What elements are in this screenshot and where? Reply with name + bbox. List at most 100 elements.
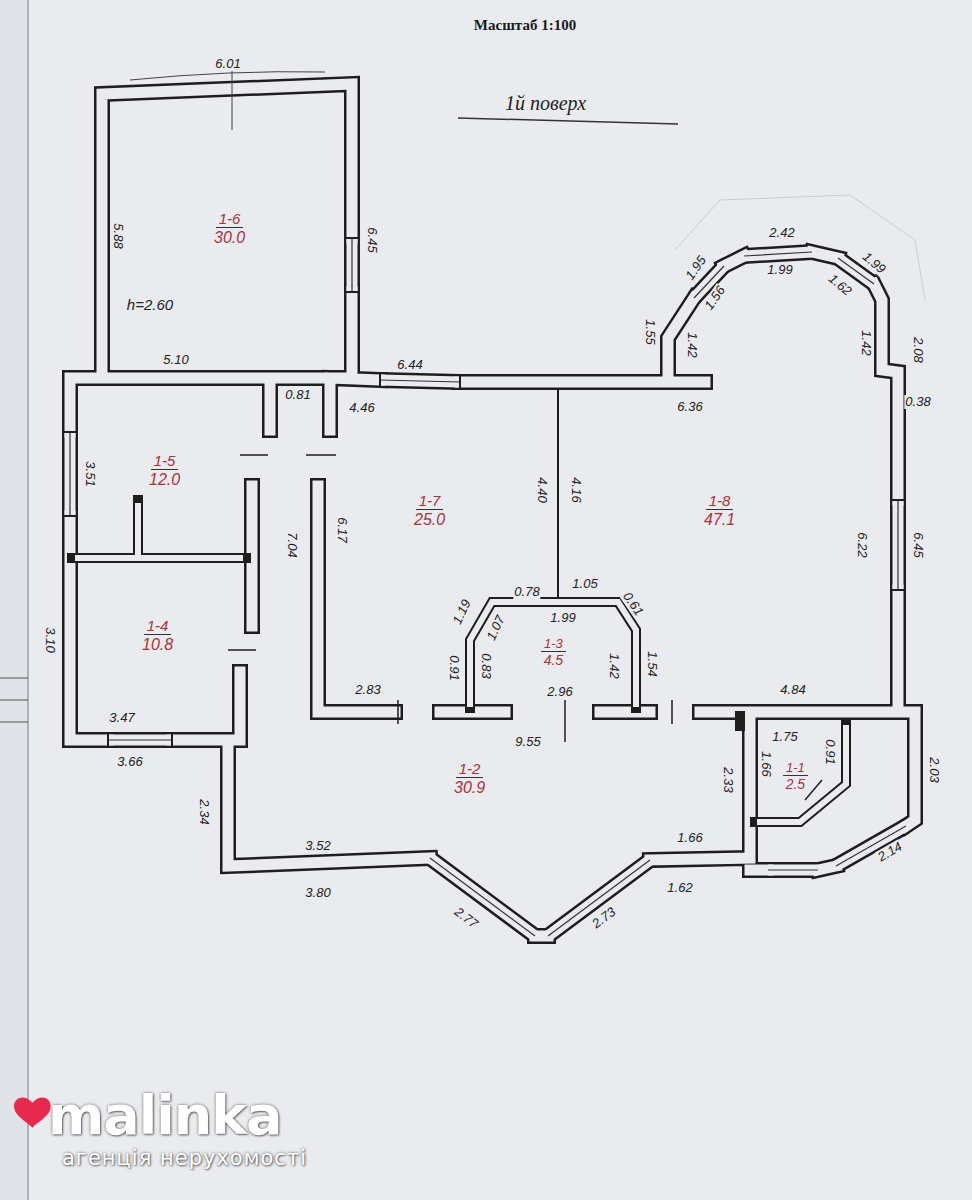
room: 1-230.9 [449, 757, 490, 800]
room-area: 2.5 [786, 776, 805, 792]
window [70, 238, 906, 936]
room-number: 1-1 [783, 760, 808, 776]
dimension-label: 2.14 [875, 839, 906, 865]
room-area: 30.9 [454, 778, 485, 797]
dimension-label: 2.83 [354, 683, 381, 697]
window-glass [70, 238, 906, 936]
dimension-label: 7.04 [285, 531, 299, 558]
dimension-label: 3.51 [83, 460, 97, 487]
room-number: 1-3 [541, 636, 566, 652]
dimension-label: 1.56 [701, 283, 728, 313]
page-edge-line [27, 0, 29, 1200]
dimension-label: 1.99 [549, 611, 576, 625]
dimension-label: 6.22 [855, 531, 869, 558]
room: 1-12.5 [778, 757, 813, 795]
room-number: 1-7 [416, 492, 444, 510]
dimension-label: 6.44 [396, 358, 423, 372]
dimension-label: 0.38 [904, 395, 931, 409]
room-number: 1-8 [706, 492, 734, 510]
dimension-label: 0.83 [479, 652, 493, 679]
wall [70, 84, 915, 936]
room-area: 25.0 [414, 510, 445, 529]
room-area: 47.1 [704, 510, 735, 529]
dimension-label: 3.52 [304, 839, 331, 853]
dimension-label: 0.81 [284, 388, 311, 402]
window-inner [70, 238, 906, 936]
room-area: 10.8 [142, 635, 173, 654]
dimension-label: 1.99 [859, 249, 889, 277]
dimension-label: 2.42 [768, 226, 795, 240]
partition-fill [78, 506, 846, 822]
dimension-label: 1.54 [645, 650, 659, 677]
room: 1-34.5 [536, 633, 571, 671]
door-marks [228, 455, 822, 800]
dimension-label: 1.05 [571, 577, 598, 591]
dimension-label: 1.75 [771, 730, 798, 744]
wall-inner [70, 84, 915, 936]
dimension-label: 4.46 [348, 401, 375, 415]
dimension-label: 5.10 [162, 353, 189, 367]
page-edge-line [0, 700, 28, 701]
dimension-label: 2.96 [546, 685, 573, 699]
dimension-label: 3.10 [43, 626, 57, 653]
title-underline [458, 118, 678, 124]
logo-heart [14, 1097, 51, 1127]
dimension-label: 2.03 [927, 756, 941, 783]
dimension-label: 4.40 [535, 476, 549, 503]
room-number: 1-2 [456, 760, 484, 778]
dimension-label: 1.95 [682, 253, 709, 283]
dimension-label: 1.62 [825, 271, 855, 299]
dimension-label: 1.19 [450, 597, 474, 628]
wall-fill [70, 84, 915, 936]
dimension-label: 3.80 [304, 886, 331, 900]
wall-outline [70, 84, 915, 936]
dimension-label: 1.66 [759, 750, 773, 777]
room-area: 12.0 [149, 470, 180, 489]
dimension-label: 3.66 [116, 755, 143, 769]
dimension-label: 4.84 [779, 683, 806, 697]
height-note: h=2.60 [126, 296, 174, 313]
watermark-logo: malinka [48, 1084, 282, 1147]
window-jambs [62, 238, 906, 748]
dimension-label: 1.42 [859, 329, 873, 356]
page-edge [0, 0, 28, 1200]
dimension-label: 0.91 [447, 654, 461, 681]
dimension-label: 0.78 [513, 585, 540, 599]
window-outline [70, 238, 906, 936]
partition-line [557, 390, 559, 597]
scale-note: Масштаб 1:100 [474, 17, 576, 34]
page-edge-line [0, 722, 28, 723]
dimension-label: 0.91 [823, 738, 837, 765]
room-area: 4.5 [544, 652, 563, 668]
dimension-label: 6.17 [335, 516, 349, 543]
room: 1-725.0 [409, 489, 450, 532]
room-number: 1-4 [144, 617, 172, 635]
dimension-label: 2.73 [589, 904, 619, 932]
room: 1-512.0 [144, 449, 185, 492]
room: 1-630.0 [209, 207, 250, 250]
dimension-label: 0.61 [619, 589, 646, 619]
watermark-tagline: агенція нерухомості [62, 1146, 307, 1170]
dimension-label: 6.45 [365, 226, 379, 253]
dimension-label: 1.66 [676, 831, 703, 845]
dimension-label: 2.77 [451, 904, 481, 932]
room-area: 30.0 [214, 228, 245, 247]
dimension-label: 3.47 [108, 711, 135, 725]
floor-title: 1й поверх [505, 92, 586, 115]
room-number: 1-6 [216, 210, 244, 228]
dimension-label: 6.45 [911, 531, 925, 558]
dimension-label: 1.42 [685, 331, 699, 358]
room: 1-847.1 [699, 489, 740, 532]
partition-outline [72, 500, 846, 822]
dimension-label: 5.88 [111, 222, 125, 249]
dimension-label: 1.42 [607, 652, 621, 679]
dimension-label: 9.55 [514, 735, 541, 749]
dimension-label: 6.36 [676, 400, 703, 414]
dimension-label: 2.33 [721, 766, 735, 793]
room: 1-410.8 [137, 614, 178, 657]
window-fill [70, 238, 906, 936]
dimension-label: 4.16 [569, 476, 583, 503]
dimension-label: 2.08 [911, 336, 925, 363]
